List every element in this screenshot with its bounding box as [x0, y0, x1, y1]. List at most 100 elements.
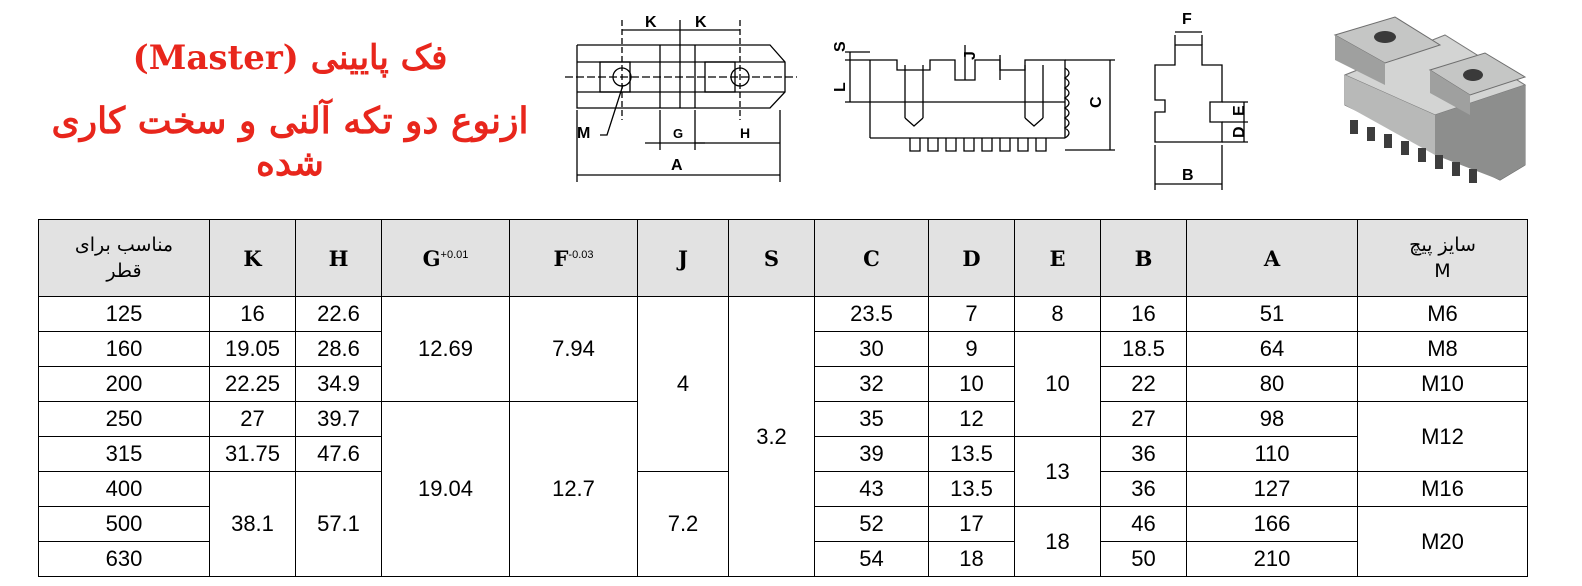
cell-M: M16: [1357, 471, 1528, 507]
cell-C: 39: [814, 436, 929, 472]
cell-K: 22.25: [209, 366, 296, 402]
header-G: G+0.01: [381, 219, 510, 297]
cell-B: 27: [1100, 401, 1187, 437]
label-J: J: [962, 51, 979, 60]
jaw-product-image: [1333, 16, 1527, 183]
label-H: H: [740, 125, 750, 141]
header-E: E: [1014, 219, 1101, 297]
header-H: H: [295, 219, 382, 297]
cell-K: 19.05: [209, 331, 296, 367]
label-B: B: [1182, 167, 1194, 184]
cell-S: 3.2: [728, 296, 815, 577]
cell-H: 47.6: [295, 436, 382, 472]
cell-A: 166: [1186, 506, 1358, 542]
cell-A: 64: [1186, 331, 1358, 367]
label-M: M: [577, 125, 590, 142]
header-D: D: [928, 219, 1015, 297]
header-screw-size: سایز پیچ M: [1357, 219, 1528, 297]
header-row: مناسب برای قطر K H G+0.01 F-0.03 J S C D…: [38, 219, 1528, 297]
cell-C: 52: [814, 506, 929, 542]
label-A: A: [671, 157, 683, 174]
label-K-left: K: [645, 14, 657, 31]
cell-D: 13.5: [928, 436, 1015, 472]
cell-D: 18: [928, 541, 1015, 577]
header-A: A: [1186, 219, 1358, 297]
header-diameter: مناسب برای قطر: [38, 219, 210, 297]
cell-F: 7.94: [509, 296, 638, 402]
cell-C: 32: [814, 366, 929, 402]
cell-G: 12.69: [381, 296, 510, 402]
cell-E: 13: [1014, 436, 1101, 507]
cell-H: 34.9: [295, 366, 382, 402]
label-K-right: K: [695, 14, 707, 31]
cell-A: 110: [1186, 436, 1358, 472]
cell-E: 18: [1014, 506, 1101, 577]
header-B: B: [1100, 219, 1187, 297]
cell-H: 39.7: [295, 401, 382, 437]
cell-B: 18.5: [1100, 331, 1187, 367]
table-row: 400 38.1 57.1 7.2 43 13.5 36 127 M16: [38, 471, 1528, 577]
cell-M: M8: [1357, 331, 1528, 367]
cell-A: 210: [1186, 541, 1358, 577]
cell-K: 16: [209, 296, 296, 332]
cell-B: 22: [1100, 366, 1187, 402]
label-L: L: [832, 82, 849, 92]
label-G: G: [673, 126, 683, 141]
cell-H: 28.6: [295, 331, 382, 367]
cell-D: 9: [928, 331, 1015, 367]
cell-B: 50: [1100, 541, 1187, 577]
cell-A: 98: [1186, 401, 1358, 437]
cell-A: 127: [1186, 471, 1358, 507]
cell-F: 12.7: [509, 401, 638, 577]
label-F: F: [1182, 11, 1192, 28]
cell-J: 4: [637, 296, 729, 472]
table-row: 125 16 22.6 12.69 7.94 4 3.2 23.5 7 8 16…: [38, 296, 1528, 577]
cell-C: 30: [814, 331, 929, 367]
cell-M: M20: [1357, 506, 1528, 577]
title-line-2: ازنوع دو تکه آلنی و سخت کاری شده: [51, 100, 529, 184]
table-row: 630 54 18 50 210: [38, 541, 1528, 577]
cell-M: M6: [1357, 296, 1528, 332]
cell-diameter: 160: [38, 331, 210, 367]
cell-B: 36: [1100, 436, 1187, 472]
cell-diameter: 125: [38, 296, 210, 332]
cell-D: 10: [928, 366, 1015, 402]
cell-B: 16: [1100, 296, 1187, 332]
end-view-drawing: F E D B: [1154, 11, 1248, 190]
header-F: F-0.03: [509, 219, 638, 297]
cell-K: 27: [209, 401, 296, 437]
cell-A: 51: [1186, 296, 1358, 332]
cell-K: 31.75: [209, 436, 296, 472]
label-S: S: [832, 41, 849, 52]
cell-C: 23.5: [814, 296, 929, 332]
cell-diameter: 250: [38, 401, 210, 437]
cell-diameter: 200: [38, 366, 210, 402]
cell-diameter: 500: [38, 506, 210, 542]
cell-diameter: 315: [38, 436, 210, 472]
spec-table: مناسب برای قطر K H G+0.01 F-0.03 J S C D…: [38, 219, 1528, 577]
cell-M: M12: [1357, 401, 1528, 472]
cell-C: 35: [814, 401, 929, 437]
header-K: K: [209, 219, 296, 297]
label-D: D: [1231, 126, 1248, 138]
header-C: C: [814, 219, 929, 297]
label-E: E: [1231, 105, 1248, 116]
cell-D: 7: [928, 296, 1015, 332]
cell-M: M10: [1357, 366, 1528, 402]
table-row: 250 27 39.7 19.04 12.7 35 12 27 98 M12: [38, 401, 1528, 577]
cell-D: 17: [928, 506, 1015, 542]
title-line-1: فک پایینی (Master): [132, 38, 448, 78]
cell-E: 10: [1014, 331, 1101, 437]
cell-C: 43: [814, 471, 929, 507]
cell-E: 8: [1014, 296, 1101, 332]
cell-B: 46: [1100, 506, 1187, 542]
cell-G: 19.04: [381, 401, 510, 577]
cell-D: 13.5: [928, 471, 1015, 507]
cell-H: 22.6: [295, 296, 382, 332]
header-J: J: [637, 219, 729, 297]
cell-B: 36: [1100, 471, 1187, 507]
top-view-drawing: K K M G H A: [565, 14, 797, 182]
cell-C: 54: [814, 541, 929, 577]
side-view-drawing: S J L C: [832, 41, 1115, 152]
table-row: 200 22.25 34.9 32 10 22 80 M10: [38, 366, 1528, 402]
